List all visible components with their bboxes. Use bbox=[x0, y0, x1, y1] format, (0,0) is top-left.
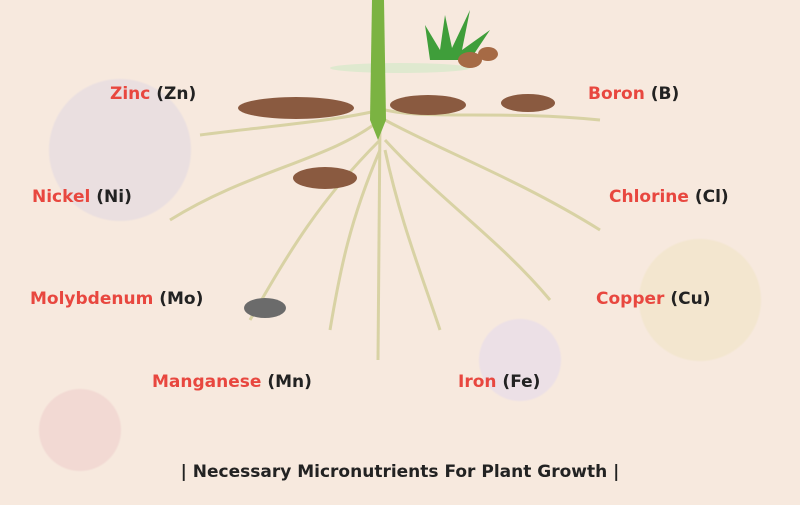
ground-surface bbox=[330, 63, 470, 73]
pebble bbox=[458, 52, 482, 68]
nutrient-name: Chlorine bbox=[609, 187, 689, 207]
nutrient-name: Copper bbox=[596, 289, 665, 309]
stone bbox=[390, 95, 466, 115]
nutrient-boron: Boron (B) bbox=[588, 84, 679, 104]
nutrient-symbol: (Mo) bbox=[159, 289, 204, 309]
nutrient-symbol: (Cl) bbox=[694, 187, 729, 207]
nutrient-nickel: Nickel (Ni) bbox=[32, 187, 132, 207]
caption: | Necessary Micronutrients For Plant Gro… bbox=[180, 462, 620, 482]
nutrient-symbol: (B) bbox=[650, 84, 680, 104]
nutrient-iron: Iron (Fe) bbox=[458, 372, 540, 392]
nutrient-copper: Copper (Cu) bbox=[596, 289, 710, 309]
stone bbox=[238, 97, 354, 119]
plant-stem bbox=[370, 0, 386, 140]
nutrient-symbol: (Cu) bbox=[670, 289, 711, 309]
nutrient-molybdenum: Molybdenum (Mo) bbox=[30, 289, 203, 309]
nutrient-name: Boron bbox=[588, 84, 645, 104]
nutrient-symbol: (Fe) bbox=[502, 372, 541, 392]
stone bbox=[244, 298, 286, 318]
nutrient-name: Nickel bbox=[32, 187, 91, 207]
nutrient-chlorine: Chlorine (Cl) bbox=[609, 187, 729, 207]
nutrient-name: Zinc bbox=[110, 84, 151, 104]
nutrient-name: Molybdenum bbox=[30, 289, 154, 309]
nutrient-zinc: Zinc (Zn) bbox=[110, 84, 196, 104]
roots bbox=[169, 108, 601, 361]
stone bbox=[293, 167, 357, 189]
nutrient-name: Manganese bbox=[152, 372, 262, 392]
grass-tuft-icon bbox=[425, 10, 490, 60]
stone bbox=[501, 94, 555, 112]
pebble bbox=[478, 47, 498, 61]
nutrient-name: Iron bbox=[458, 372, 497, 392]
nutrient-symbol: (Zn) bbox=[156, 84, 197, 104]
nutrient-symbol: (Mn) bbox=[267, 372, 312, 392]
nutrient-symbol: (Ni) bbox=[96, 187, 132, 207]
nutrient-manganese: Manganese (Mn) bbox=[152, 372, 312, 392]
